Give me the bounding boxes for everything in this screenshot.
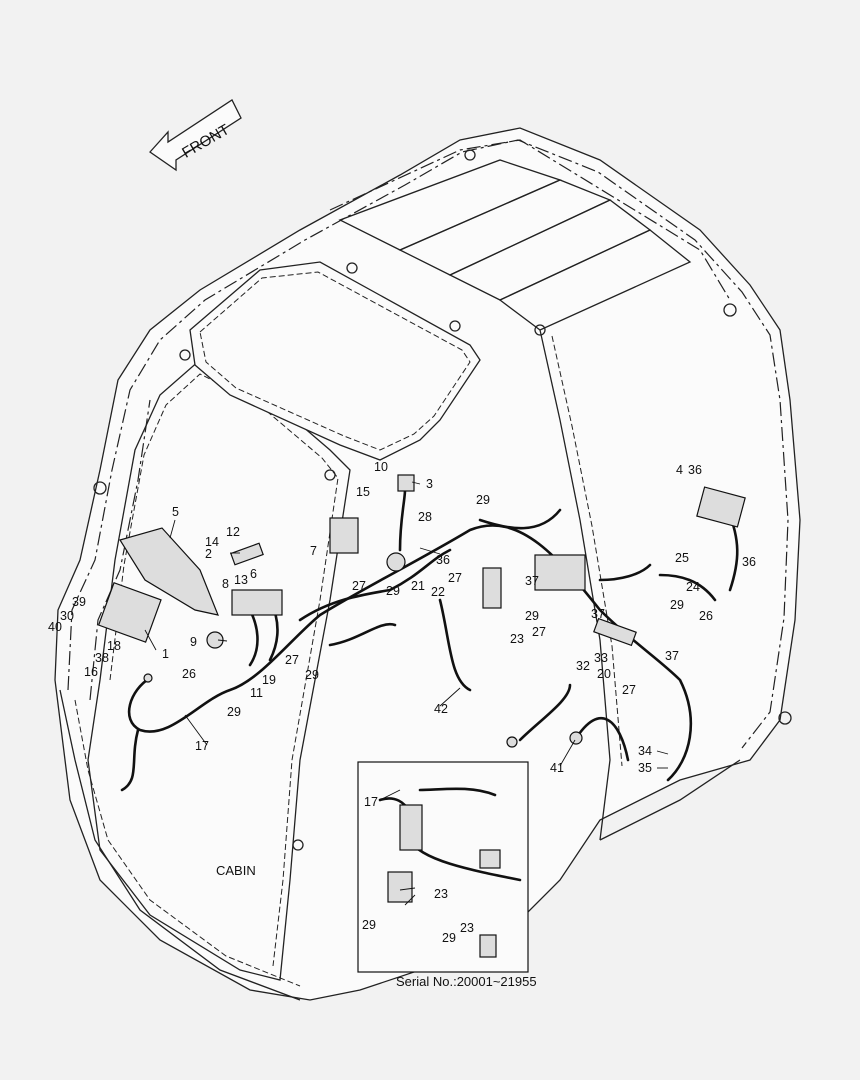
callout-30: 30 xyxy=(60,609,74,623)
callout-34: 34 xyxy=(638,744,652,758)
buzzer xyxy=(386,552,406,572)
callout-27-b: 27 xyxy=(352,579,366,593)
callout-22: 22 xyxy=(431,585,445,599)
callout-21: 21 xyxy=(411,579,425,593)
fuse-box xyxy=(696,486,746,528)
callout-23-c: 23 xyxy=(460,921,474,935)
callout-27-c: 27 xyxy=(448,571,462,585)
clamp-set xyxy=(482,567,502,609)
cabin-label: CABIN xyxy=(216,863,256,878)
callout-37: 37 xyxy=(525,574,539,588)
callout-16: 16 xyxy=(84,665,98,679)
callout-32: 32 xyxy=(576,659,590,673)
callout-37-c: 37 xyxy=(665,649,679,663)
wiring-harness xyxy=(120,488,739,792)
callout-2: 2 xyxy=(205,547,212,561)
callout-5: 5 xyxy=(172,505,179,519)
callout-33: 33 xyxy=(594,651,608,665)
callout-17: 17 xyxy=(195,739,209,753)
callout-26-b: 26 xyxy=(699,609,713,623)
callout-35: 35 xyxy=(638,761,652,775)
callout-29-b: 29 xyxy=(386,584,400,598)
callout-28: 28 xyxy=(418,510,432,524)
grommet xyxy=(569,731,583,745)
lamp xyxy=(206,631,224,649)
bracket-assembly xyxy=(97,582,162,643)
callout-29-e: 29 xyxy=(525,609,539,623)
callout-25: 25 xyxy=(675,551,689,565)
switch-panel xyxy=(230,542,264,566)
side-console-cover xyxy=(119,527,219,616)
callout-40: 40 xyxy=(48,620,62,634)
callout-37-b: 37 xyxy=(591,607,605,621)
callout-6: 6 xyxy=(250,567,257,581)
callout-23-b: 23 xyxy=(434,887,448,901)
relay-box xyxy=(329,517,359,554)
callout-27-e: 27 xyxy=(622,683,636,697)
callout-27: 27 xyxy=(285,653,299,667)
callout-39: 39 xyxy=(72,595,86,609)
callout-20: 20 xyxy=(597,667,611,681)
callout-10: 10 xyxy=(374,460,388,474)
callout-7: 7 xyxy=(310,544,317,558)
callout-29-f: 29 xyxy=(670,598,684,612)
callout-41: 41 xyxy=(550,761,564,775)
callout-29: 29 xyxy=(476,493,490,507)
callout-8: 8 xyxy=(222,577,229,591)
sensor-plug xyxy=(506,736,518,748)
front-arrow-icon: FRONT xyxy=(149,99,242,172)
callout-15: 15 xyxy=(356,485,370,499)
callout-29-c: 29 xyxy=(305,668,319,682)
callout-29-d: 29 xyxy=(227,705,241,719)
callout-12: 12 xyxy=(226,525,240,539)
callout-36-c: 36 xyxy=(742,555,756,569)
callout-14: 14 xyxy=(205,535,219,549)
callout-19: 19 xyxy=(262,673,276,687)
detail-inset: Serial No.:20001~21955 xyxy=(357,761,537,989)
callout-38: 38 xyxy=(95,651,109,665)
callout-27-d: 27 xyxy=(532,625,546,639)
callout-1: 1 xyxy=(162,647,169,661)
serial-number: Serial No.:20001~21955 xyxy=(396,974,537,989)
callout-13: 13 xyxy=(234,573,248,587)
callout-numbers: 1 2 3 4 5 6 7 8 9 10 11 12 13 14 15 16 1… xyxy=(48,460,756,945)
callout-3: 3 xyxy=(426,477,433,491)
callout-24: 24 xyxy=(686,580,700,594)
diode-pack xyxy=(593,617,637,647)
callout-29-g: 29 xyxy=(362,918,376,932)
callout-9: 9 xyxy=(190,635,197,649)
callout-36: 36 xyxy=(688,463,702,477)
horn-relay xyxy=(397,474,415,492)
switch-block xyxy=(231,589,283,616)
callout-18: 18 xyxy=(107,639,121,653)
connector-plug xyxy=(143,673,153,683)
callout-36-b: 36 xyxy=(436,553,450,567)
callout-29-h: 29 xyxy=(442,931,456,945)
component-parts xyxy=(97,474,746,748)
callout-23: 23 xyxy=(510,632,524,646)
callout-42: 42 xyxy=(434,702,448,716)
callout-26: 26 xyxy=(182,667,196,681)
callout-4: 4 xyxy=(676,463,683,477)
connector-block xyxy=(534,554,586,591)
callout-11: 11 xyxy=(250,686,263,700)
leader-lines xyxy=(144,481,669,906)
callout-17-b: 17 xyxy=(364,795,378,809)
